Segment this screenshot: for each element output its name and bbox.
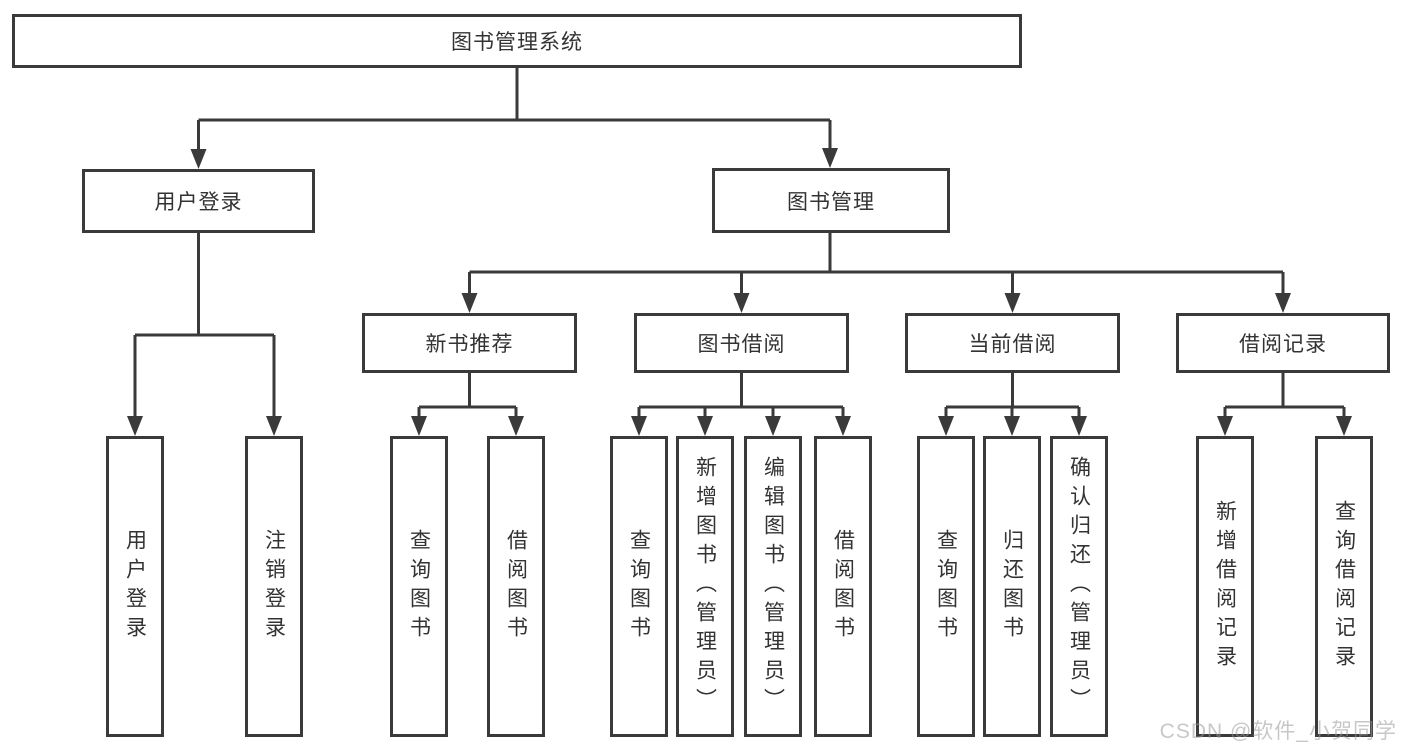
leaf-node-edit-books-admin: 编辑图书（管理员） (744, 436, 802, 737)
connector-root-to-level2 (190, 68, 838, 169)
leaf-node-query-books-borrow: 查询图书 (610, 436, 668, 737)
level2-node-book-management: 图书管理 (712, 168, 950, 233)
leaf-node-borrow-books-recommend: 借阅图书 (487, 436, 545, 737)
leaf-node-user-login: 用户登录 (106, 436, 164, 737)
root-node-system: 图书管理系统 (12, 14, 1022, 68)
level3-node-book-borrow: 图书借阅 (634, 313, 849, 373)
level2-node-user-login: 用户登录 (82, 169, 315, 233)
connector-current-to-leaves (938, 373, 1087, 436)
connector-bookmgmt-to-level3 (461, 232, 1291, 313)
level3-node-borrow-records: 借阅记录 (1176, 313, 1390, 373)
level3-node-new-book-recommend: 新书推荐 (362, 313, 577, 373)
connector-newbooks-to-leaves (411, 373, 524, 436)
connector-records-to-leaves (1217, 373, 1352, 436)
csdn-watermark: CSDN @软件_小贺同学 (1159, 720, 1397, 743)
leaf-node-return-books: 归还图书 (983, 436, 1041, 737)
leaf-node-query-books-current: 查询图书 (917, 436, 975, 737)
leaf-node-add-books-admin: 新增图书（管理员） (676, 436, 734, 737)
leaf-node-confirm-return-admin: 确认归还（管理员） (1050, 436, 1108, 737)
connector-userlogin-to-leaves (127, 233, 282, 436)
connector-borrow-to-leaves (631, 373, 851, 436)
leaf-node-add-borrow-record: 新增借阅记录 (1196, 436, 1254, 737)
leaf-node-borrow-books: 借阅图书 (814, 436, 872, 737)
level3-node-current-borrow: 当前借阅 (905, 313, 1120, 373)
leaf-node-logout: 注销登录 (245, 436, 303, 737)
leaf-node-query-books-recommend: 查询图书 (390, 436, 448, 737)
leaf-node-query-borrow-record: 查询借阅记录 (1315, 436, 1373, 737)
